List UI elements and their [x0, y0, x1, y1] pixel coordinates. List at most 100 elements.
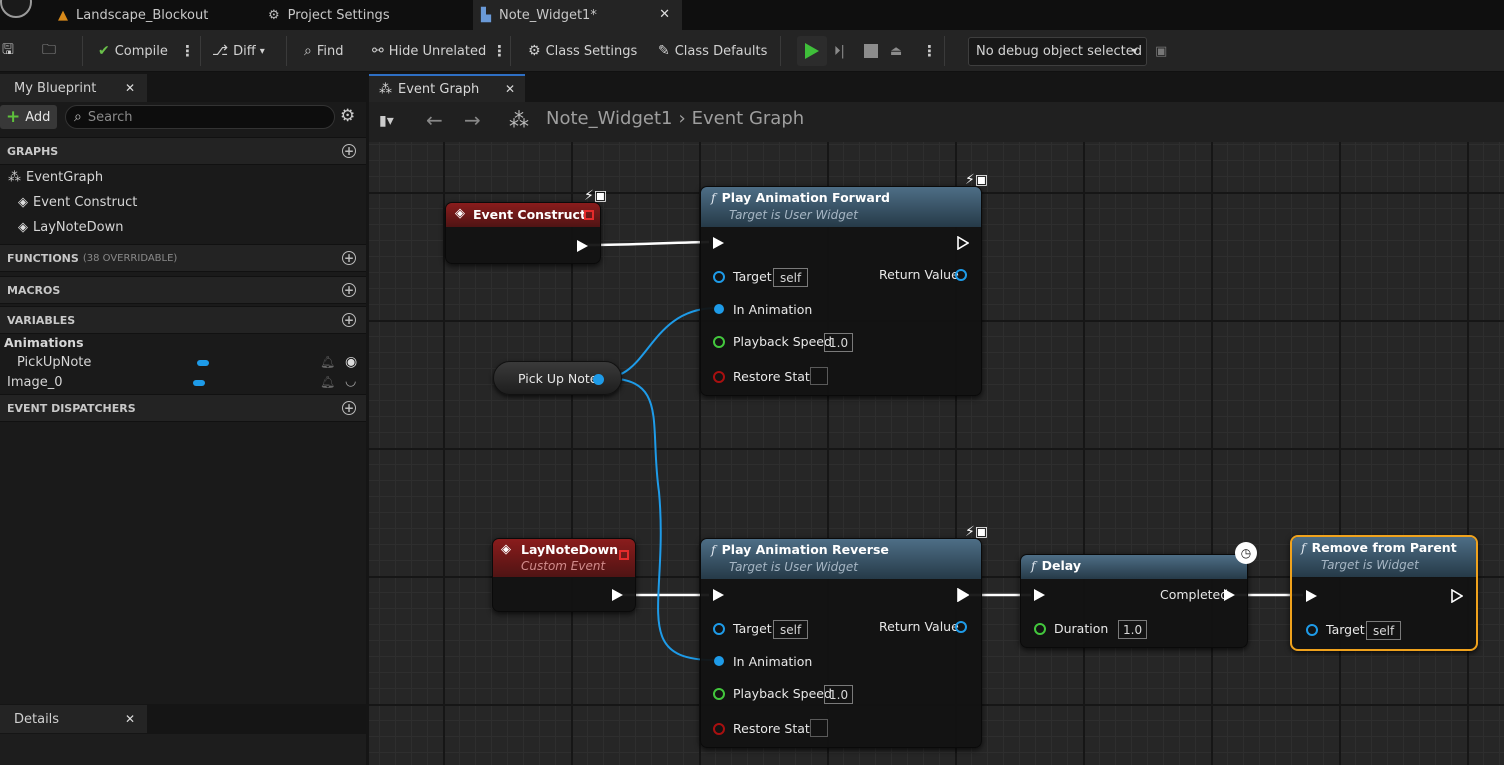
class-settings-button[interactable]: ⚙ Class Settings [528, 30, 637, 72]
exec-out-pin[interactable] [577, 240, 588, 252]
add-dispatcher-icon[interactable]: + [342, 401, 356, 415]
hide-unrelated-button[interactable]: ⚯ Hide Unrelated [372, 30, 486, 72]
restore-state-pin[interactable] [713, 371, 725, 383]
restore-state-pin[interactable] [713, 723, 725, 735]
bookmark-icon[interactable]: ▮▾ [379, 113, 394, 129]
target-self-value[interactable]: self [1366, 621, 1402, 640]
class-defaults-button[interactable]: ✎ Class Defaults [658, 30, 767, 72]
search-input[interactable]: ⌕ Search [65, 105, 335, 129]
play-options-icon[interactable]: ⋮ [922, 42, 937, 60]
duration-pin[interactable] [1034, 623, 1046, 635]
playback-speed-value[interactable]: 1.0 [824, 685, 854, 704]
eye-icon[interactable]: ◉ [345, 354, 358, 370]
details-tab[interactable]: Details ✕ [0, 705, 147, 733]
playback-speed-pin[interactable] [713, 336, 725, 348]
variable-item-image-0[interactable]: Image_0 [7, 375, 63, 390]
breadcrumb-current[interactable]: Event Graph [691, 108, 805, 129]
node-title-text: Play Animation Forward [721, 190, 890, 205]
replication-bell-icon[interactable]: 🔔︎ [320, 355, 336, 369]
section-graphs[interactable]: GRAPHS + [0, 137, 366, 165]
section-event-dispatchers[interactable]: EVENT DISPATCHERS + [0, 394, 366, 422]
variable-item-pickupnote[interactable]: PickUpNote [17, 355, 91, 370]
restore-state-checkbox[interactable] [810, 719, 828, 737]
eject-button[interactable]: ⏏ [890, 30, 902, 72]
in-animation-pin[interactable] [714, 304, 724, 314]
node-pick-up-note[interactable]: Pick Up Note [493, 361, 622, 395]
find-label: Find [316, 43, 344, 59]
exec-in-pin[interactable] [713, 237, 724, 249]
back-arrow-icon[interactable]: ← [426, 108, 443, 132]
exec-out-pin[interactable] [957, 588, 969, 602]
target-pin[interactable] [713, 623, 725, 635]
exec-in-pin[interactable] [1306, 590, 1317, 602]
graph-item-event-construct[interactable]: ◈ Event Construct [18, 195, 137, 210]
target-pin[interactable] [713, 271, 725, 283]
graph-item-laynotedown[interactable]: ◈ LayNoteDown [18, 220, 124, 235]
browse-button[interactable]: 🗀 [42, 30, 61, 72]
add-button[interactable]: + Add [0, 105, 57, 129]
exec-out-pin[interactable] [612, 589, 623, 601]
restore-state-checkbox[interactable] [810, 367, 828, 385]
doc-tab-note-widget[interactable]: ▙ Note_Widget1* ✕ [473, 0, 682, 30]
variable-category-animations[interactable]: Animations [4, 335, 84, 350]
diff-label: Diff [233, 43, 256, 59]
find-button[interactable]: ⌕ Find [304, 30, 343, 72]
doc-tab-project-settings[interactable]: ⚙ Project Settings [268, 0, 468, 30]
add-variable-icon[interactable]: + [342, 313, 356, 327]
compile-button[interactable]: ✔ Compile [98, 30, 168, 72]
exec-in-pin[interactable] [1034, 589, 1045, 601]
completed-exec-pin[interactable] [1224, 589, 1235, 601]
add-graph-icon[interactable]: + [342, 144, 356, 158]
step-button[interactable]: ⏵| [834, 30, 845, 72]
find-options-icon[interactable]: ⋮ [492, 42, 507, 60]
debug-filter-button[interactable]: ▣ [1155, 30, 1167, 72]
playback-speed-pin[interactable] [713, 688, 725, 700]
my-blueprint-panel: My Blueprint ✕ + Add ⌕ Search ⚙ GRAPHS +… [0, 72, 366, 765]
closed-eye-icon[interactable]: ◡ [345, 374, 357, 389]
unreal-logo[interactable] [0, 0, 32, 18]
add-function-icon[interactable]: + [342, 251, 356, 265]
in-animation-pin[interactable] [714, 656, 724, 666]
graph-item-eventgraph[interactable]: ⁂ EventGraph [8, 170, 103, 185]
event-graph-tab[interactable]: ⁂ Event Graph ✕ [369, 74, 525, 102]
section-functions[interactable]: FUNCTIONS (38 OVERRIDABLE) + [0, 244, 366, 272]
delegate-pin[interactable] [584, 210, 594, 220]
close-icon[interactable]: ✕ [124, 81, 135, 95]
node-laynotedown[interactable]: ◈ LayNoteDown Custom Event [492, 538, 636, 612]
close-icon[interactable]: ✕ [504, 82, 515, 96]
playback-speed-value[interactable]: 1.0 [824, 333, 854, 352]
section-macros[interactable]: MACROS + [0, 276, 366, 304]
exec-out-pin[interactable] [957, 236, 969, 250]
output-pin[interactable] [593, 374, 604, 385]
delegate-pin[interactable] [619, 550, 629, 560]
gear-icon[interactable]: ⚙ [340, 106, 356, 126]
diff-button[interactable]: ⎇ Diff ▾ [212, 30, 265, 72]
breadcrumb-root[interactable]: Note_Widget1 [546, 108, 673, 129]
add-macro-icon[interactable]: + [342, 283, 356, 297]
return-value-pin[interactable] [955, 269, 967, 281]
doc-tab-landscape[interactable]: ▲ Landscape_Blockout [58, 0, 258, 30]
forward-arrow-icon[interactable]: → [464, 108, 481, 132]
play-button[interactable] [797, 36, 827, 66]
close-icon[interactable]: ✕ [659, 7, 670, 22]
stop-button[interactable] [864, 44, 878, 58]
save-button[interactable]: 🖫 [2, 30, 19, 72]
exec-out-pin[interactable] [1451, 589, 1463, 603]
target-pin[interactable] [1306, 624, 1318, 636]
debug-object-select[interactable]: No debug object selected ▾ [968, 37, 1147, 66]
duration-value[interactable]: 1.0 [1118, 620, 1148, 639]
exec-in-pin[interactable] [713, 589, 724, 601]
my-blueprint-tab[interactable]: My Blueprint ✕ [0, 74, 147, 102]
target-self-value[interactable]: self [773, 620, 809, 639]
close-icon[interactable]: ✕ [124, 712, 135, 726]
node-event-construct[interactable]: ◈ Event Construct [445, 202, 601, 264]
compile-options-icon[interactable]: ⋮ [180, 42, 195, 60]
replication-bell-icon[interactable]: 🔔︎ [320, 375, 336, 389]
section-variables[interactable]: VARIABLES + [0, 306, 366, 334]
target-self-value[interactable]: self [773, 268, 809, 287]
return-value-pin[interactable] [955, 621, 967, 633]
